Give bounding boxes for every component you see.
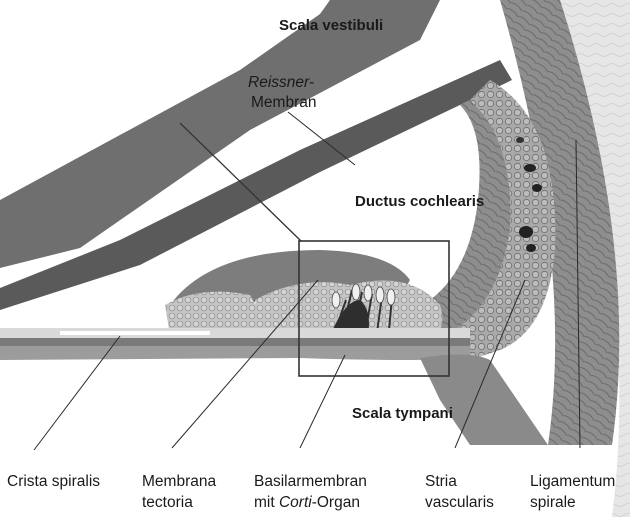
label-membran: Membran: [251, 93, 316, 112]
label-stria: Stria: [425, 472, 457, 491]
label-membrana: Membrana: [142, 472, 216, 491]
label-basilarmembran: Basilarmembran: [254, 472, 367, 491]
label-tectoria: tectoria: [142, 493, 193, 512]
label-organ-suffix: -Organ: [312, 494, 360, 511]
label-spirale: spirale: [530, 493, 576, 512]
label-corti-italic: Corti: [279, 494, 312, 511]
label-reissner-italic: Reissner: [248, 74, 309, 91]
label-corti-organ: mit Corti-Organ: [254, 493, 360, 512]
label-scala-tympani: Scala tympani: [352, 404, 453, 423]
label-crista-spiralis: Crista spiralis: [7, 472, 100, 491]
label-reissner-membran: Reissner-: [248, 73, 314, 92]
label-ligamentum: Ligamentum: [530, 472, 615, 491]
scala-tympani-floor: [420, 354, 548, 445]
label-vascularis: vascularis: [425, 493, 494, 512]
label-scala-vestibuli: Scala vestibuli: [279, 16, 383, 35]
label-reissner-suffix: -: [309, 74, 314, 91]
label-mit: mit: [254, 494, 279, 511]
label-ductus-cochlearis: Ductus cochlearis: [355, 192, 484, 211]
